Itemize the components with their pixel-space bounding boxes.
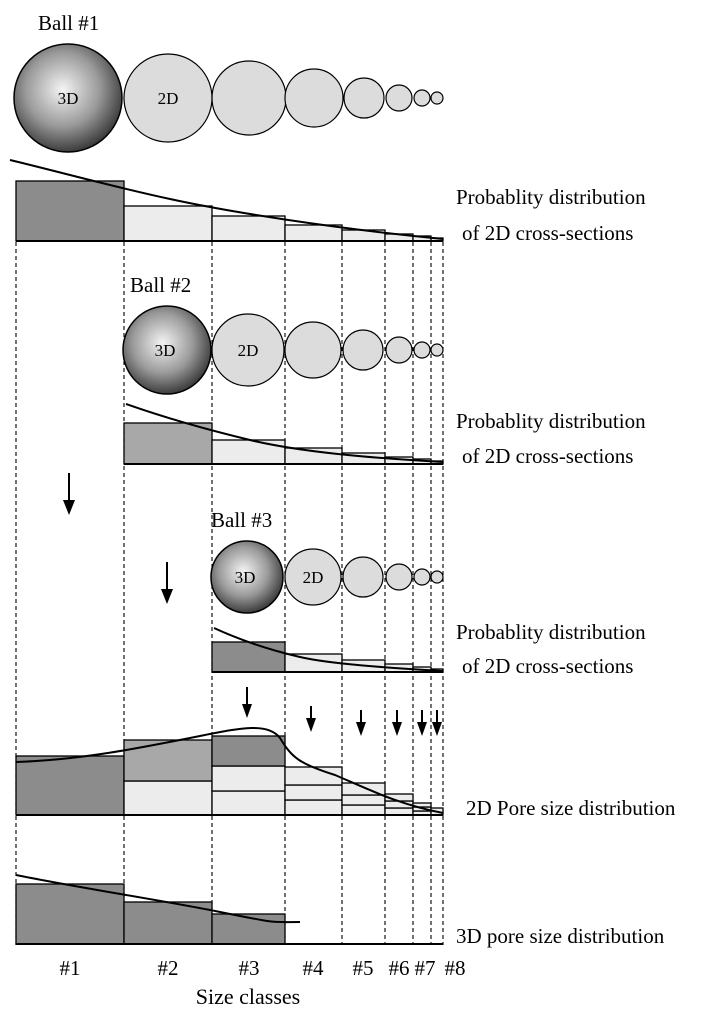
ball-1-bar-3 [211,215,286,242]
down-arrow-icon [63,473,75,515]
ball-1-bar-4 [284,224,343,242]
pore2d-class5-ball1 [341,804,386,816]
down-arrow-icon [242,687,252,718]
ball-1-section-2 [211,60,287,136]
ball-3-section-3 [385,563,413,591]
down-arrow-icon [432,710,442,736]
class-boundary-lines [15,242,444,945]
pore2d-class4-ball1 [284,799,343,816]
size-class-7: #7 [415,956,436,980]
left-arrows [63,473,173,604]
ball-3-section-2 [342,556,384,598]
ball-3-section-4 [413,568,431,586]
ball-2-bar-2 [211,439,286,465]
pore2d-curve [15,727,444,814]
pore-3d-distribution [15,874,443,945]
ball-3-section-label: 2D [303,568,324,587]
size-class-3: #3 [239,956,260,980]
ball-2-section-4 [385,336,413,364]
pore2d-class3-ball1 [211,790,286,816]
ball-2-section-5 [413,341,431,359]
pore2d-class5-ball2 [341,794,386,806]
ball-2-bar-1 [123,422,213,465]
pore3d-curve [15,874,301,924]
ball-1-row: Ball #1 3D 2D Probablity distribution of… [9,11,646,245]
ball-3-section-1 [284,548,342,606]
pore2d-class4-ball3 [284,766,343,786]
down-arrow-icon [161,562,173,604]
ball-3-caption-line2: of 2D cross-sections [462,654,633,678]
ball-1-sphere [13,43,123,153]
pore2d-class3-ball2 [211,765,286,792]
ball-1-section-3 [284,68,344,128]
ball-1-caption-line2: of 2D cross-sections [462,221,633,245]
pore2d-class6-ball1 [384,807,414,816]
ball-1-section-7 [430,91,444,105]
ball-2-section-3 [342,329,384,371]
ball-1-curve [9,159,444,240]
axis-label: Size classes [196,984,300,1009]
accumulation-arrows [242,687,442,736]
down-arrow-icon [417,710,427,736]
pore3d-class3 [211,913,286,945]
ball-2-histogram [123,403,444,465]
size-class-5: #5 [353,956,374,980]
pore2d-class4-ball2 [284,784,343,801]
ball-1-section-5 [385,84,413,112]
ball-1-section-6 [413,89,431,107]
ball-2-section-6 [430,343,444,357]
ball-2-section-label: 2D [238,341,259,360]
ball-2-caption-line1: Probablity distribution [456,409,646,433]
pore-2d-distribution [15,727,444,816]
size-class-6: #6 [389,956,410,980]
size-class-4: #4 [303,956,325,980]
pore2d-class2-ball1 [123,780,213,816]
ball-2-row: Ball #2 3D 2D Probablity distribution of… [122,273,646,468]
ball-3-section-5 [430,570,444,584]
down-arrow-icon [306,706,316,732]
size-class-2: #2 [158,956,179,980]
ball-2-curve [125,403,444,463]
ball-3-bar-1 [211,641,286,673]
down-arrow-icon [392,710,402,736]
ball-1-sphere-label: 3D [58,89,79,108]
pore-2d-label: 2D Pore size distribution [466,796,676,820]
ball-1-section-label: 2D [158,89,179,108]
size-class-labels: #1 #2 #3 #4 #5 #6 #7 #8 [60,956,466,980]
ball-3-label: Ball #3 [211,508,272,532]
ball-3-sphere [210,540,284,614]
pore2d-class1-ball1 [15,755,125,816]
ball-2-label: Ball #2 [130,273,191,297]
ball-3-caption-line1: Probablity distribution [456,620,646,644]
ball-3-row: Ball #3 3D 2D Probablity distribution of… [210,508,646,678]
pore3d-class1 [15,883,125,945]
ball-2-section-1 [211,313,285,387]
pore2d-class2-ball2 [123,739,213,782]
ball-1-caption-line1: Probablity distribution [456,185,646,209]
ball-1-section-4 [343,77,385,119]
ball-3-histogram [211,627,444,673]
down-arrow-icon [356,710,366,736]
ball-3-sphere-label: 3D [235,568,256,587]
ball-1-bar-2 [123,205,213,242]
ball-3-curve [213,627,444,672]
size-class-8: #8 [445,956,466,980]
ball-1-bar-1 [15,180,125,242]
pore2d-class3-ball3 [211,735,286,767]
ball-1-histogram [9,159,444,242]
ball-1-label: Ball #1 [38,11,99,35]
size-class-1: #1 [60,956,81,980]
ball-2-caption-line2: of 2D cross-sections [462,444,633,468]
pore-3d-label: 3D pore size distribution [456,924,665,948]
ball-2-sphere [122,305,212,395]
ball-2-sphere-label: 3D [155,341,176,360]
ball-2-section-2 [284,321,342,379]
